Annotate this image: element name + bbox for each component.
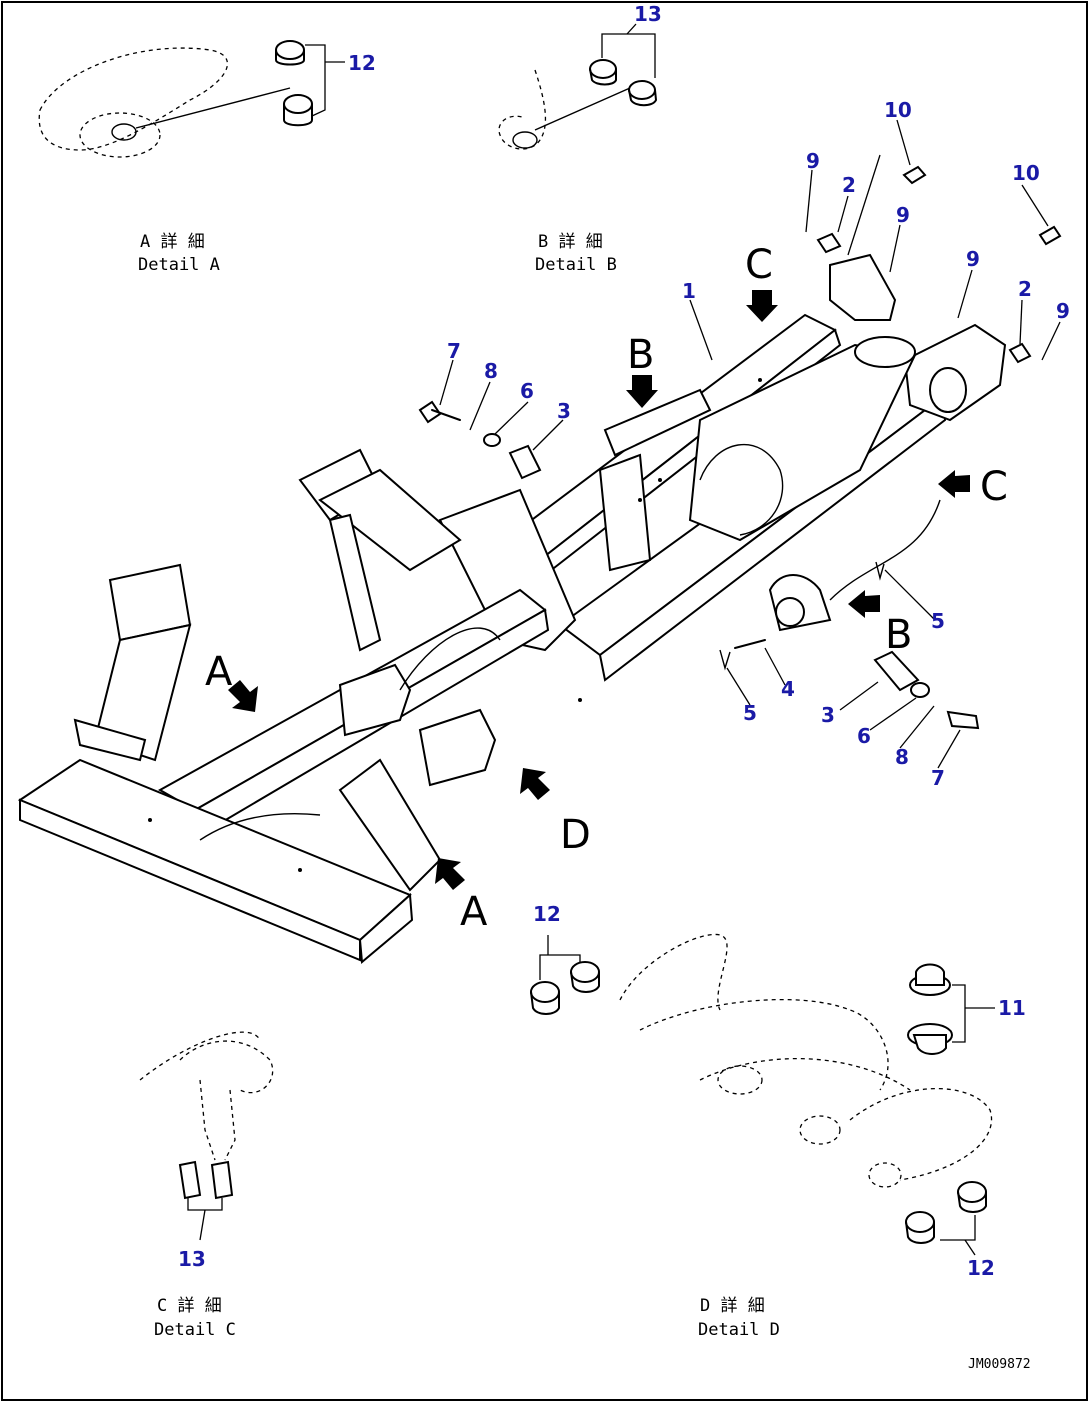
callout-9-d: 9: [1056, 299, 1070, 323]
part-bolt-7-upper: [418, 400, 461, 424]
callout-9-b: 9: [896, 203, 910, 227]
callout-11: 11: [998, 996, 1026, 1020]
callout-8-a: 8: [484, 359, 498, 383]
callout-8-b: 8: [895, 745, 909, 769]
callout-3-a: 3: [557, 399, 571, 423]
detail-a-sketch: [38, 40, 345, 158]
detail-b-sketch: [498, 23, 657, 150]
callout-10-a: 10: [884, 98, 912, 122]
part-washer-6-upper: [483, 433, 501, 447]
drawing-code: JM009872: [968, 1357, 1031, 1372]
view-letter-b-top: B: [627, 332, 654, 378]
part-fitting-10: [902, 165, 1062, 246]
part-pin-2: [816, 232, 1032, 364]
callout-12-a: 12: [348, 51, 376, 75]
view-arrows: [228, 290, 970, 890]
detail-b-caption-ja: B 詳 細: [538, 232, 603, 252]
part-clip-5: [719, 561, 885, 671]
callout-5-b: 5: [931, 609, 945, 633]
main-frame: [17, 253, 1007, 964]
callout-2-b: 2: [1018, 277, 1032, 301]
part-rod-4: [734, 639, 766, 649]
detail-d-caption-ja: D 詳 細: [700, 1296, 765, 1316]
detail-c-sketch: [139, 1031, 274, 1241]
view-letter-b-right: B: [885, 612, 912, 658]
detail-c-caption-en: Detail C: [154, 1320, 236, 1340]
view-letter-c-top: C: [745, 242, 773, 288]
callout-9-a: 9: [806, 149, 820, 173]
detail-c-caption-ja: C 詳 細: [157, 1296, 222, 1316]
detail-d-caption-en: Detail D: [698, 1320, 780, 1340]
part-washer-6-lower: [910, 682, 930, 698]
part-pin-3-lower: [873, 650, 920, 692]
part-bolt-7-lower: [946, 710, 980, 730]
callout-2-a: 2: [842, 173, 856, 197]
detail-b-caption-en: Detail B: [535, 255, 617, 275]
callout-1: 1: [682, 279, 696, 303]
callout-9-c: 9: [966, 247, 980, 271]
view-letter-a-left: A: [205, 649, 233, 695]
callout-10-b: 10: [1012, 161, 1040, 185]
callout-7-a: 7: [447, 339, 461, 363]
callout-6-a: 6: [520, 379, 534, 403]
view-letter-c-right: C: [980, 464, 1008, 510]
callout-3-b: 3: [821, 703, 835, 727]
callout-13-a: 13: [634, 2, 662, 26]
view-letter-a-bottom: A: [460, 889, 488, 935]
callout-13-b: 13: [178, 1247, 206, 1271]
callout-4: 4: [781, 677, 795, 701]
callout-12-b: 12: [533, 902, 561, 926]
callout-7-b: 7: [931, 766, 945, 790]
callout-5-a: 5: [743, 701, 757, 725]
main-leaders: [439, 119, 1061, 769]
callout-6-b: 6: [857, 724, 871, 748]
detail-a-caption-en: Detail A: [138, 255, 220, 275]
callout-12-c: 12: [967, 1256, 995, 1280]
detail-d-sketch: [530, 933, 995, 1256]
view-letter-d: D: [560, 812, 591, 858]
detail-a-caption-ja: A 詳 細: [140, 232, 205, 252]
part-pin-3-upper: [508, 444, 542, 480]
